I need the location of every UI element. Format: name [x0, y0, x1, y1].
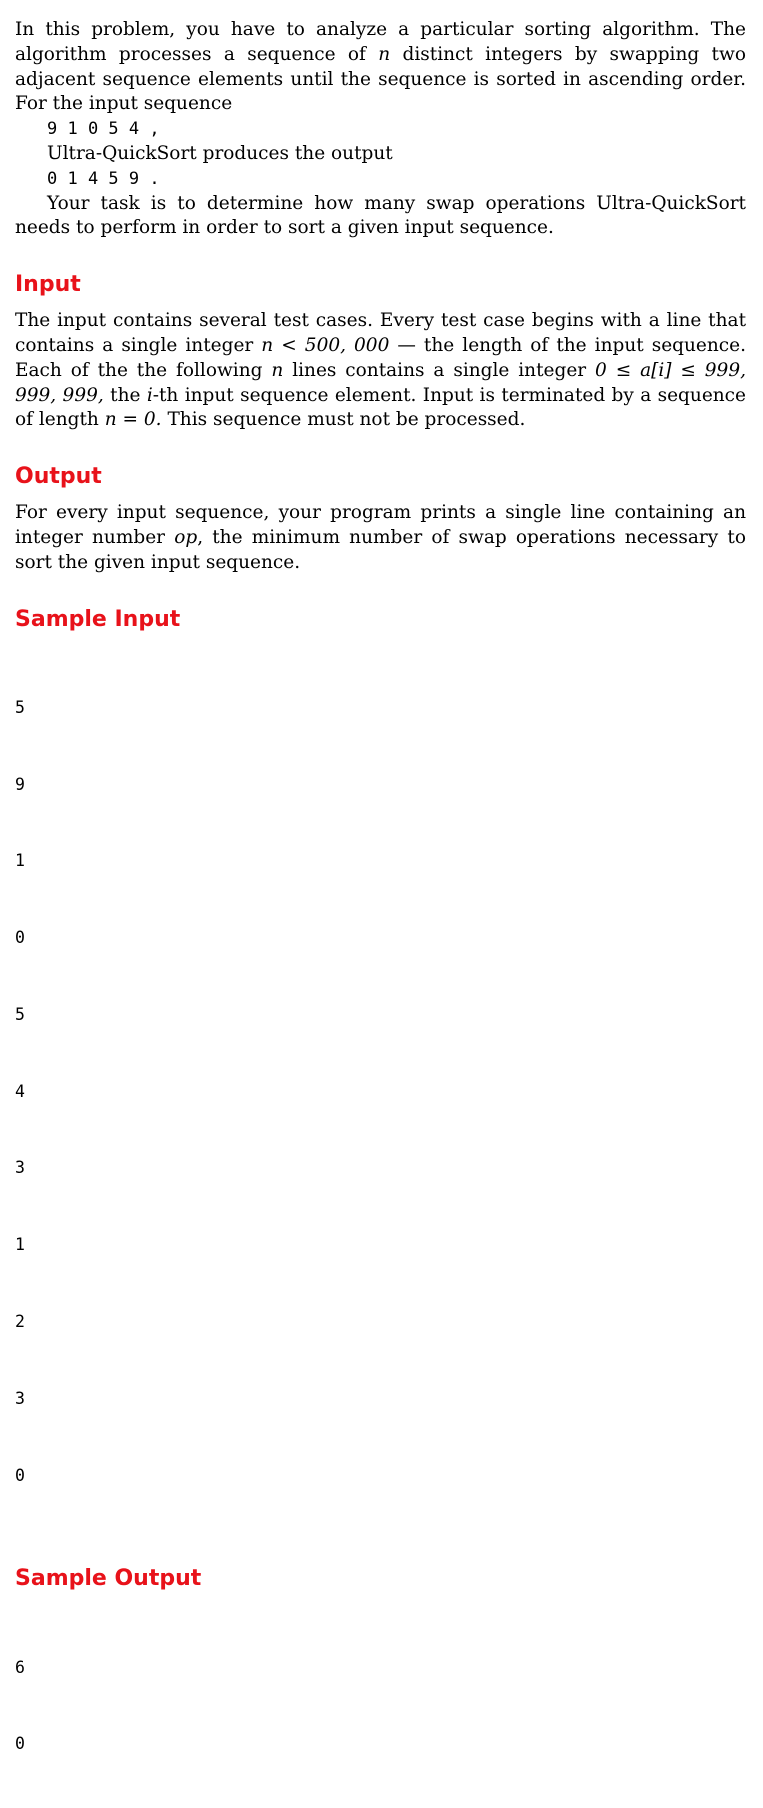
sample-output-line: 6: [15, 1657, 25, 1677]
input-paragraph: The input contains several test cases. E…: [15, 309, 746, 433]
intro-var-n: n: [378, 43, 391, 65]
intro-text-2: distinct integers by swapping two adjace…: [15, 43, 746, 115]
sample-input-line: 1: [15, 851, 25, 871]
problem-statement: In this problem, you have to analyze a p…: [15, 15, 746, 1808]
sample-input-line: 4: [15, 1081, 25, 1101]
sample-output-block: 6 0: [15, 1603, 746, 1808]
intro-paragraph: In this problem, you have to analyze a p…: [15, 18, 746, 117]
example-mid-text: Ultra-QuickSort produces the output: [47, 142, 393, 164]
sample-output-heading: Sample Output: [15, 1566, 202, 1592]
task-paragraph: Your task is to determine how many swap …: [15, 192, 746, 242]
sample-input-line: 9: [15, 774, 25, 794]
sample-input-line: 3: [15, 1158, 25, 1178]
sample-input-line: 2: [15, 1311, 25, 1331]
input-text-1: The input contains several test cases. E…: [15, 310, 746, 356]
input-text-5: -th input sequence element. Input is ter…: [15, 384, 746, 431]
sample-input-heading: Sample Input: [15, 606, 181, 632]
intro-text-1: In this problem, you have to analyze a p…: [15, 19, 746, 65]
output-var-op: op: [174, 526, 198, 548]
input-var-i: i: [146, 384, 153, 406]
input-text-2: — the length of the input sequence. Each…: [15, 334, 746, 381]
input-math-3: n = 0.: [104, 409, 162, 431]
sample-output-line: 0: [15, 1734, 25, 1754]
output-text-1: For every input sequence, your program p…: [15, 502, 746, 548]
input-text-3: lines contains a single integer: [292, 359, 587, 381]
sample-input-line: 3: [15, 1388, 25, 1408]
sample-input-line: 0: [15, 1465, 25, 1485]
input-math-1: n < 500, 000: [261, 334, 390, 356]
sample-input-line: 1: [15, 1235, 25, 1255]
sample-input-line: 5: [15, 697, 25, 717]
input-math-2: 0 ≤ a[i] ≤ 999, 999, 999,: [15, 359, 746, 406]
output-heading: Output: [15, 464, 102, 490]
input-heading: Input: [15, 272, 81, 298]
input-text-4: the: [110, 384, 141, 406]
example-input: 9 1 0 5 4 ,: [47, 119, 160, 140]
output-text-2: , the minimum number of swap operations …: [15, 526, 746, 573]
output-paragraph: For every input sequence, your program p…: [15, 501, 746, 575]
input-var-n: n: [271, 359, 284, 381]
task-text: Your task is to determine how many swap …: [15, 192, 746, 239]
example-output: 0 1 4 5 9 .: [47, 168, 160, 189]
sample-input-line: 0: [15, 928, 25, 948]
input-text-6: This sequence must not be processed.: [167, 409, 526, 431]
sample-input-line: 5: [15, 1004, 25, 1024]
sample-input-block: 5 9 1 0 5 4 3 1 2 3 0: [15, 644, 746, 1540]
